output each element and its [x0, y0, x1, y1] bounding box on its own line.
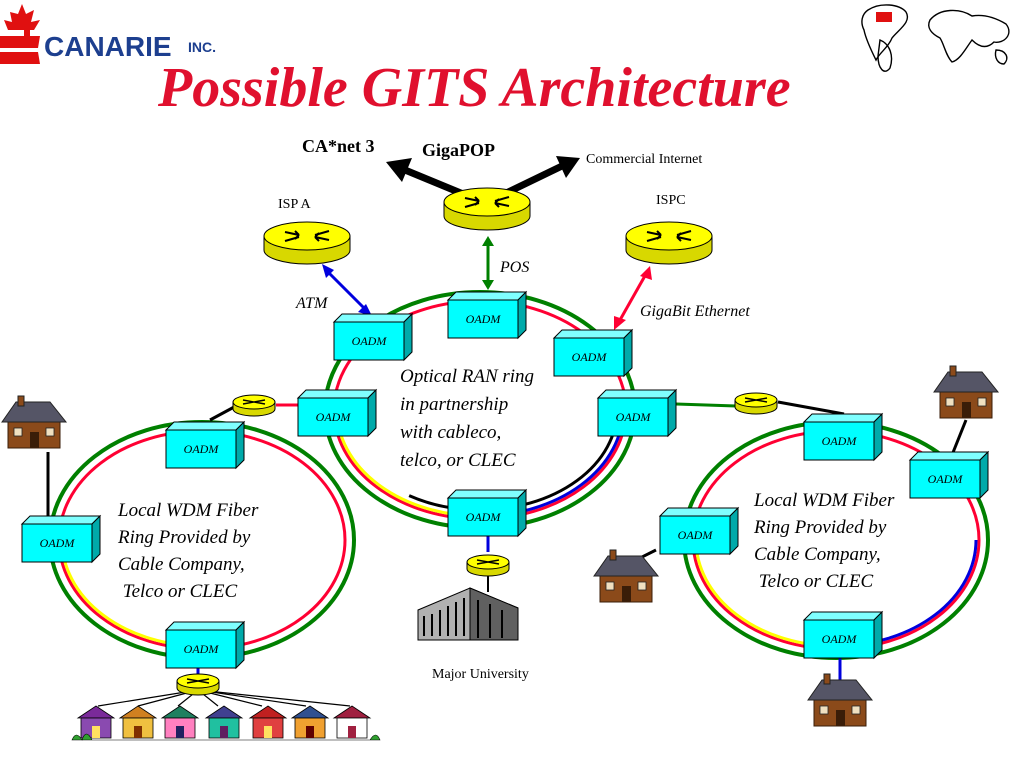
- oadm-label: OADM: [928, 472, 964, 486]
- right-ring-description: Local WDM Fiber Ring Provided by Cable C…: [753, 490, 895, 592]
- oadm-right-bottom: OADM: [803, 611, 883, 659]
- atm-label: ATM: [295, 295, 329, 312]
- left-ring-line: Local WDM Fiber: [117, 500, 259, 521]
- right-ring-line: Telco or CLEC: [754, 571, 873, 592]
- oadm-center-left: OADM: [333, 313, 413, 361]
- atm-link: [322, 264, 372, 316]
- commercial-internet-label: Commercial Internet: [586, 152, 702, 167]
- oadm-label: OADM: [466, 312, 502, 326]
- university-building-icon: [417, 587, 519, 641]
- oadm-right-top: OADM: [803, 413, 883, 461]
- oadm-label: OADM: [40, 536, 76, 550]
- oadm-right-east: OADM: [909, 451, 989, 499]
- logo-name: CANARIE: [44, 31, 172, 62]
- right-ring-line: Local WDM Fiber: [753, 490, 895, 511]
- oadm-left-west: OADM: [21, 515, 101, 563]
- oadm-center-east: OADM: [597, 389, 677, 437]
- oadm-left-top: OADM: [165, 421, 245, 469]
- university-router: [466, 554, 510, 577]
- oadm-center-bottom: OADM: [447, 489, 527, 537]
- house-icon: [593, 549, 659, 603]
- ispc-label: ISPC: [656, 193, 686, 208]
- left-ring-line: Telco or CLEC: [118, 581, 237, 602]
- oadm-center-west: OADM: [297, 389, 377, 437]
- ispc-router: [625, 221, 713, 265]
- house-icon: [807, 673, 873, 727]
- right-ring-line: Cable Company,: [754, 544, 881, 565]
- left-ring-description: Local WDM Fiber Ring Provided by Cable C…: [117, 500, 259, 602]
- page-title: Possible GITS Architecture: [157, 57, 791, 119]
- university-label: Major University: [432, 667, 529, 682]
- neighborhood-houses-icon: [71, 705, 381, 741]
- gige-label: GigaBit Ethernet: [640, 303, 750, 320]
- gigapop-label: GigaPOP: [422, 140, 495, 160]
- pos-link: [482, 236, 494, 290]
- maple-leaf-icon: [4, 4, 40, 44]
- house-icon: [1, 395, 67, 449]
- canarie-logo: CANARIE INC.: [0, 4, 216, 64]
- right-spur-router: [734, 392, 778, 415]
- logo-suffix: INC.: [188, 39, 216, 55]
- left-ring-line: Ring Provided by: [117, 527, 251, 548]
- oadm-center-top: OADM: [447, 291, 527, 339]
- oadm-left-bottom: OADM: [165, 621, 245, 669]
- oadm-label: OADM: [352, 334, 388, 348]
- center-ring-line: Optical RAN ring: [400, 366, 534, 387]
- pos-label: POS: [499, 259, 529, 276]
- oadm-label: OADM: [572, 350, 608, 364]
- oadm-label: OADM: [466, 510, 502, 524]
- gigapop-router: [443, 187, 531, 231]
- gige-link: [614, 266, 652, 330]
- left-ring-line: Cable Company,: [118, 554, 245, 575]
- left-spur-router: [232, 394, 276, 417]
- center-ring-description: Optical RAN ring in partnership with cab…: [400, 366, 534, 471]
- center-ring-line: with cableco,: [400, 422, 501, 443]
- oadm-center-right: OADM: [553, 329, 633, 377]
- center-ring-line: in partnership: [400, 394, 508, 415]
- canet-label: CA*net 3: [302, 136, 375, 156]
- neighborhood-router: [176, 673, 220, 696]
- center-ring-line: telco, or CLEC: [400, 450, 516, 471]
- oadm-label: OADM: [616, 410, 652, 424]
- oadm-label: OADM: [184, 442, 220, 456]
- right-ring-line: Ring Provided by: [753, 517, 887, 538]
- house-icon: [933, 365, 999, 419]
- oadm-label: OADM: [316, 410, 352, 424]
- world-map-icon: [861, 4, 1010, 72]
- oadm-right-west: OADM: [659, 507, 739, 555]
- isp-a-router: [263, 221, 351, 265]
- oadm-label: OADM: [184, 642, 220, 656]
- oadm-label: OADM: [822, 434, 858, 448]
- oadm-label: OADM: [678, 528, 714, 542]
- isp-a-label: ISP A: [278, 197, 311, 212]
- oadm-label: OADM: [822, 632, 858, 646]
